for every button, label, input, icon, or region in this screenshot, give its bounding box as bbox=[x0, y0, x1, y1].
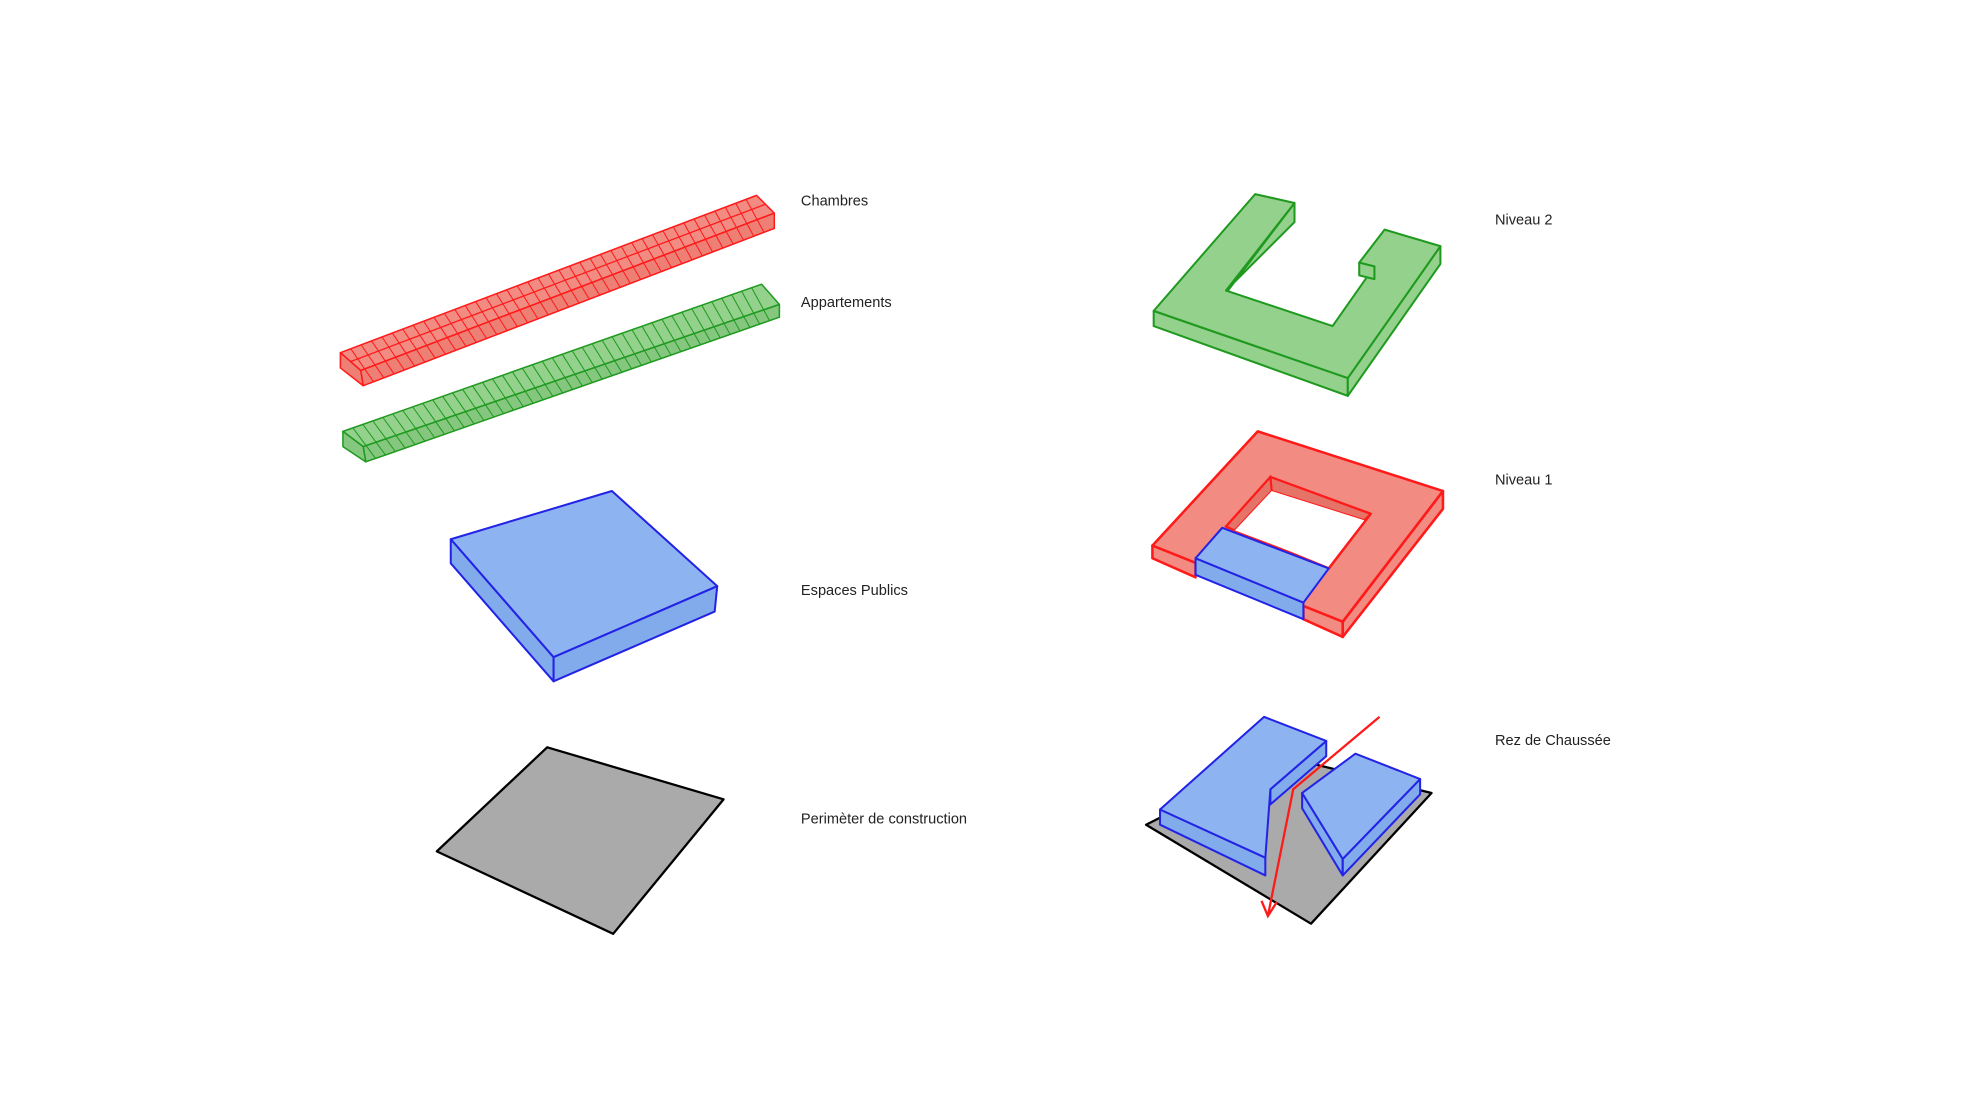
module-divider bbox=[693, 218, 714, 253]
module-divider bbox=[442, 396, 465, 428]
module-divider bbox=[681, 311, 702, 346]
module-divider bbox=[506, 289, 529, 324]
module-divider bbox=[537, 277, 559, 312]
module-divider bbox=[527, 281, 549, 316]
module-divider bbox=[571, 350, 593, 383]
module-divider bbox=[412, 324, 436, 359]
module-divider bbox=[701, 304, 721, 339]
module-divider bbox=[651, 322, 672, 356]
module-divider bbox=[412, 406, 436, 439]
module-divider bbox=[485, 297, 508, 331]
module-divider bbox=[462, 389, 485, 421]
module-divider bbox=[661, 318, 682, 352]
module-divider bbox=[501, 375, 524, 408]
module-divider bbox=[472, 385, 495, 418]
module-divider bbox=[432, 399, 455, 432]
module-divider bbox=[741, 290, 761, 325]
module-divider bbox=[751, 287, 770, 321]
module-divider bbox=[391, 332, 416, 367]
module-divider bbox=[362, 424, 386, 456]
module-divider bbox=[382, 417, 406, 449]
label-appartements: Appartements bbox=[801, 295, 892, 311]
label-chambres: Chambres bbox=[801, 194, 868, 210]
module-divider bbox=[392, 413, 416, 445]
module-divider bbox=[492, 378, 514, 411]
module-divider bbox=[452, 392, 475, 425]
module-divider bbox=[350, 348, 374, 383]
module-divider bbox=[745, 199, 765, 233]
module-divider bbox=[652, 234, 672, 268]
module-divider bbox=[601, 340, 623, 373]
module-divider bbox=[423, 320, 446, 355]
rez-de-chaussee-volume bbox=[1144, 715, 1433, 925]
niveau-1-volume bbox=[1151, 430, 1445, 639]
module-divider bbox=[631, 329, 652, 363]
module-divider bbox=[641, 238, 662, 272]
module-divider bbox=[381, 336, 405, 371]
module-divider bbox=[641, 326, 662, 359]
module-divider bbox=[402, 328, 426, 363]
module-divider bbox=[475, 301, 498, 335]
module-divider bbox=[464, 305, 487, 339]
module-divider bbox=[402, 410, 426, 442]
module-divider bbox=[600, 254, 621, 288]
circulation-arrow bbox=[1260, 715, 1381, 919]
module-divider bbox=[433, 317, 457, 351]
module-divider bbox=[482, 382, 505, 414]
module-divider bbox=[372, 420, 396, 452]
label-niveau-1: Niveau 1 bbox=[1495, 473, 1553, 489]
module-divider bbox=[516, 285, 539, 320]
appartements-volume bbox=[342, 283, 781, 463]
module-divider bbox=[691, 308, 711, 342]
module-divider bbox=[422, 403, 445, 435]
module-divider bbox=[735, 203, 755, 237]
module-divider bbox=[589, 258, 611, 292]
module-divider bbox=[714, 210, 734, 245]
label-niveau-2: Niveau 2 bbox=[1495, 213, 1553, 229]
module-divider bbox=[731, 294, 751, 328]
module-divider bbox=[704, 214, 724, 249]
module-divider bbox=[672, 226, 693, 261]
module-divider bbox=[511, 371, 534, 404]
module-divider bbox=[579, 261, 601, 296]
module-divider bbox=[610, 250, 631, 284]
module-divider bbox=[561, 354, 583, 387]
module-divider bbox=[671, 315, 692, 349]
module-divider bbox=[531, 364, 554, 397]
module-divider bbox=[662, 230, 683, 265]
chambres-volume bbox=[339, 194, 776, 387]
module-divider bbox=[683, 222, 703, 257]
module-divider bbox=[454, 309, 477, 343]
module-divider bbox=[711, 301, 731, 335]
module-divider bbox=[721, 297, 741, 332]
label-perimetre: Perimèter de construction bbox=[801, 811, 967, 827]
niveau-2-volume bbox=[1152, 193, 1442, 397]
module-divider bbox=[581, 347, 603, 380]
module-divider bbox=[620, 246, 642, 280]
module-divider bbox=[443, 313, 467, 347]
module-divider bbox=[352, 427, 377, 459]
label-rez-de-chaussee: Rez de Chaussée bbox=[1495, 733, 1611, 749]
module-divider bbox=[496, 293, 518, 327]
module-divider bbox=[568, 265, 590, 300]
module-divider bbox=[548, 273, 570, 308]
module-divider bbox=[371, 340, 395, 375]
module-divider bbox=[611, 336, 633, 370]
module-divider bbox=[541, 361, 564, 394]
module-divider bbox=[724, 206, 744, 241]
module-divider bbox=[551, 357, 573, 390]
perimetre-plane bbox=[435, 746, 725, 935]
module-divider bbox=[558, 269, 580, 304]
espaces-publics-volume bbox=[449, 490, 719, 683]
module-divider bbox=[360, 344, 385, 379]
module-divider bbox=[631, 242, 652, 276]
module-divider bbox=[621, 333, 642, 366]
label-espaces-publics: Espaces Publics bbox=[801, 583, 908, 599]
module-divider bbox=[591, 343, 613, 377]
module-divider bbox=[521, 368, 544, 401]
